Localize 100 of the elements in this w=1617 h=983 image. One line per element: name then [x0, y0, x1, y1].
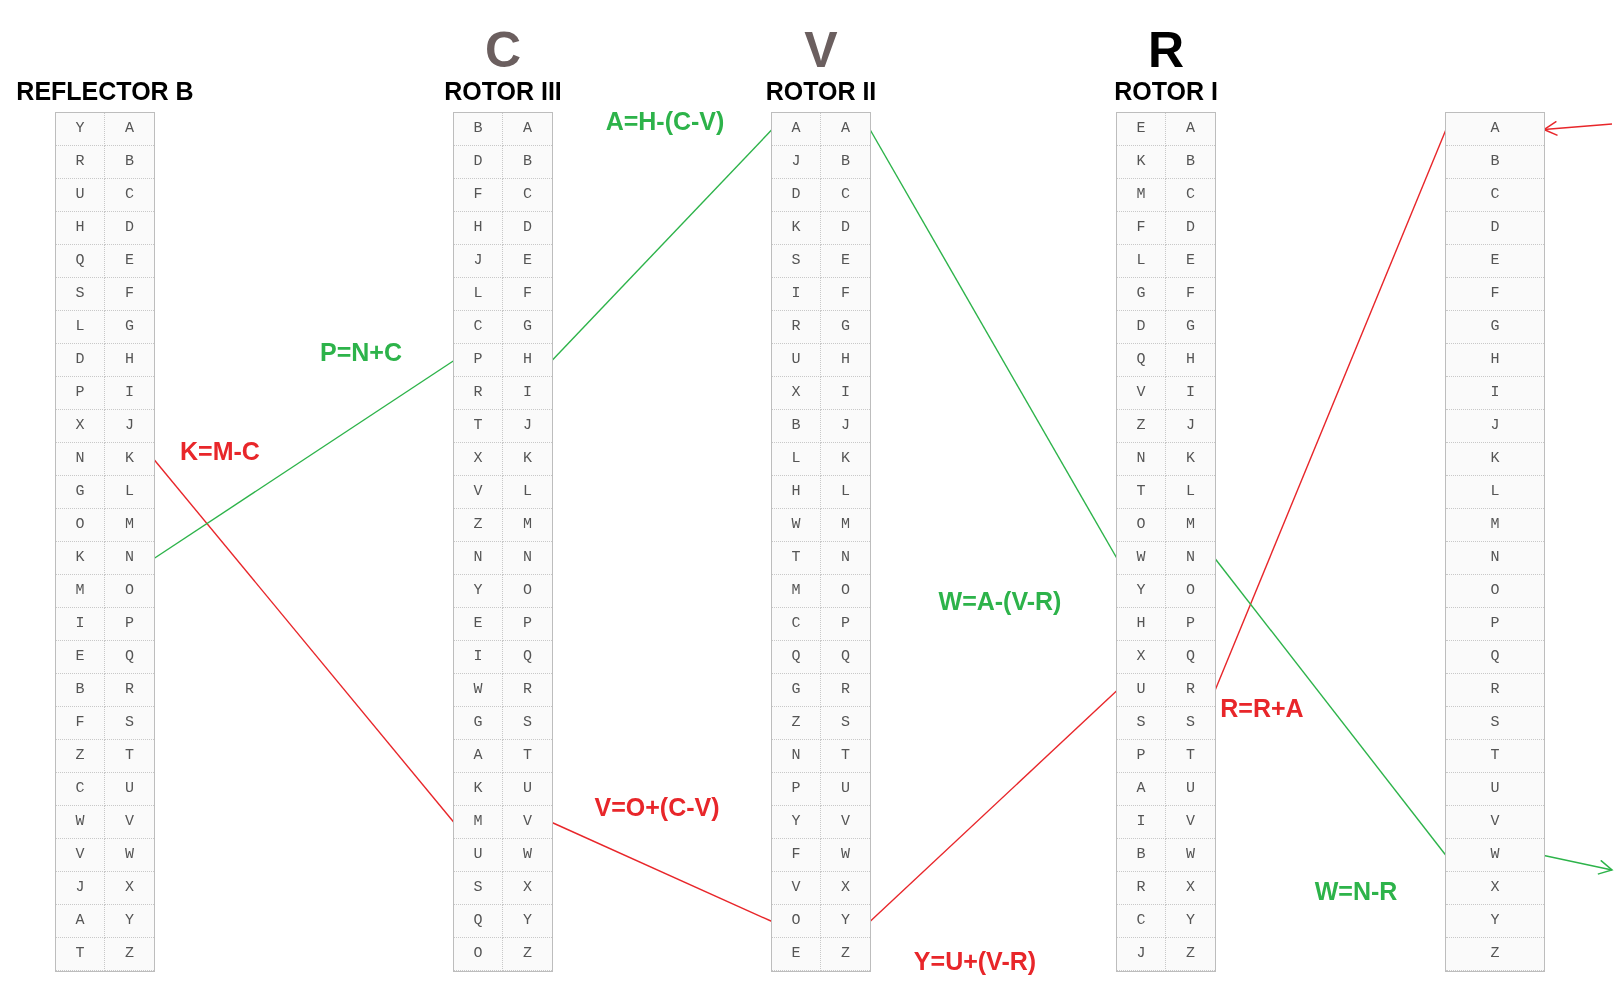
connector-line — [551, 821, 773, 923]
letter-cell: L — [821, 476, 870, 509]
letter-cell: G — [56, 476, 105, 509]
letter-cell: D — [1166, 212, 1215, 245]
letter-cell: Y — [821, 905, 870, 938]
letter-cell: E — [1117, 113, 1166, 146]
letter-cell: T — [1446, 740, 1544, 773]
letter-cell: C — [56, 773, 105, 806]
letter-cell: H — [1117, 608, 1166, 641]
letter-cell: L — [503, 476, 552, 509]
letter-cell: I — [1166, 377, 1215, 410]
letter-cell: G — [772, 674, 821, 707]
letter-cell: D — [105, 212, 154, 245]
rotor-position-letter: R — [1147, 24, 1185, 76]
letter-cell: T — [772, 542, 821, 575]
letter-cell: Q — [503, 641, 552, 674]
letter-cell: R — [105, 674, 154, 707]
letter-cell: D — [821, 212, 870, 245]
letter-cell: J — [454, 245, 503, 278]
letter-cell: E — [105, 245, 154, 278]
letter-cell: E — [1166, 245, 1215, 278]
letter-cell: I — [454, 641, 503, 674]
letter-cell: B — [454, 113, 503, 146]
letter-cell: V — [1117, 377, 1166, 410]
arrow — [1543, 120, 1613, 137]
letter-cell: A — [454, 740, 503, 773]
letter-cell: G — [1166, 311, 1215, 344]
letter-cell: K — [1446, 443, 1544, 476]
connector-line — [869, 689, 1118, 923]
letter-cell: S — [454, 872, 503, 905]
letter-cell: X — [821, 872, 870, 905]
letter-cell: B — [1446, 146, 1544, 179]
letter-cell: O — [454, 938, 503, 971]
letter-cell: D — [454, 146, 503, 179]
arrow — [1543, 854, 1613, 875]
letter-cell: O — [56, 509, 105, 542]
letter-cell: S — [1446, 707, 1544, 740]
letter-cell: O — [1117, 509, 1166, 542]
letter-cell: Z — [454, 509, 503, 542]
letter-cell: A — [1117, 773, 1166, 806]
letter-cell: G — [1446, 311, 1544, 344]
letter-cell: N — [454, 542, 503, 575]
letter-cell: O — [1446, 575, 1544, 608]
letter-cell: X — [454, 443, 503, 476]
letter-cell: Z — [821, 938, 870, 971]
letter-cell: R — [772, 311, 821, 344]
letter-cell: P — [105, 608, 154, 641]
letter-cell: R — [1446, 674, 1544, 707]
letter-cell: V — [503, 806, 552, 839]
letter-cell: U — [772, 344, 821, 377]
letter-cell: P — [821, 608, 870, 641]
letter-cell: A — [56, 905, 105, 938]
connector-line — [869, 128, 1118, 560]
letter-cell: J — [503, 410, 552, 443]
letter-cell: M — [772, 575, 821, 608]
letter-cell: X — [1166, 872, 1215, 905]
letter-cell: T — [1166, 740, 1215, 773]
letter-cell: W — [503, 839, 552, 872]
letter-cell: U — [454, 839, 503, 872]
letter-cell: W — [1117, 542, 1166, 575]
letter-cell: C — [503, 179, 552, 212]
letter-cell: E — [1446, 245, 1544, 278]
letter-cell: Q — [1166, 641, 1215, 674]
letter-cell: Y — [1446, 905, 1544, 938]
letter-cell: B — [503, 146, 552, 179]
letter-cell: U — [1166, 773, 1215, 806]
letter-cell: H — [56, 212, 105, 245]
letter-cell: F — [1446, 278, 1544, 311]
letter-cell: E — [772, 938, 821, 971]
letter-cell: N — [105, 542, 154, 575]
letter-cell: H — [1166, 344, 1215, 377]
letter-cell: P — [1166, 608, 1215, 641]
letter-cell: Z — [1117, 410, 1166, 443]
letter-cell: Y — [503, 905, 552, 938]
letter-cell: U — [821, 773, 870, 806]
letter-cell: X — [56, 410, 105, 443]
letter-cell: M — [1166, 509, 1215, 542]
letter-cell: L — [105, 476, 154, 509]
letter-cell: C — [1446, 179, 1544, 212]
letter-cell: T — [1117, 476, 1166, 509]
letter-cell: W — [105, 839, 154, 872]
letter-cell: P — [454, 344, 503, 377]
letter-cell: R — [454, 377, 503, 410]
letter-cell: B — [1166, 146, 1215, 179]
connector-line — [551, 128, 773, 362]
letter-cell: R — [503, 674, 552, 707]
letter-cell: Z — [105, 938, 154, 971]
letter-cell: T — [503, 740, 552, 773]
letter-cell: K — [1117, 146, 1166, 179]
letter-cell: K — [454, 773, 503, 806]
letter-cell: X — [503, 872, 552, 905]
letter-cell: Q — [772, 641, 821, 674]
letter-cell: J — [1446, 410, 1544, 443]
letter-cell: S — [772, 245, 821, 278]
letter-cell: J — [1166, 410, 1215, 443]
letter-cell: Y — [454, 575, 503, 608]
letter-cell: N — [1166, 542, 1215, 575]
letter-cell: Q — [56, 245, 105, 278]
letter-cell: Y — [1117, 575, 1166, 608]
letter-cell: B — [772, 410, 821, 443]
